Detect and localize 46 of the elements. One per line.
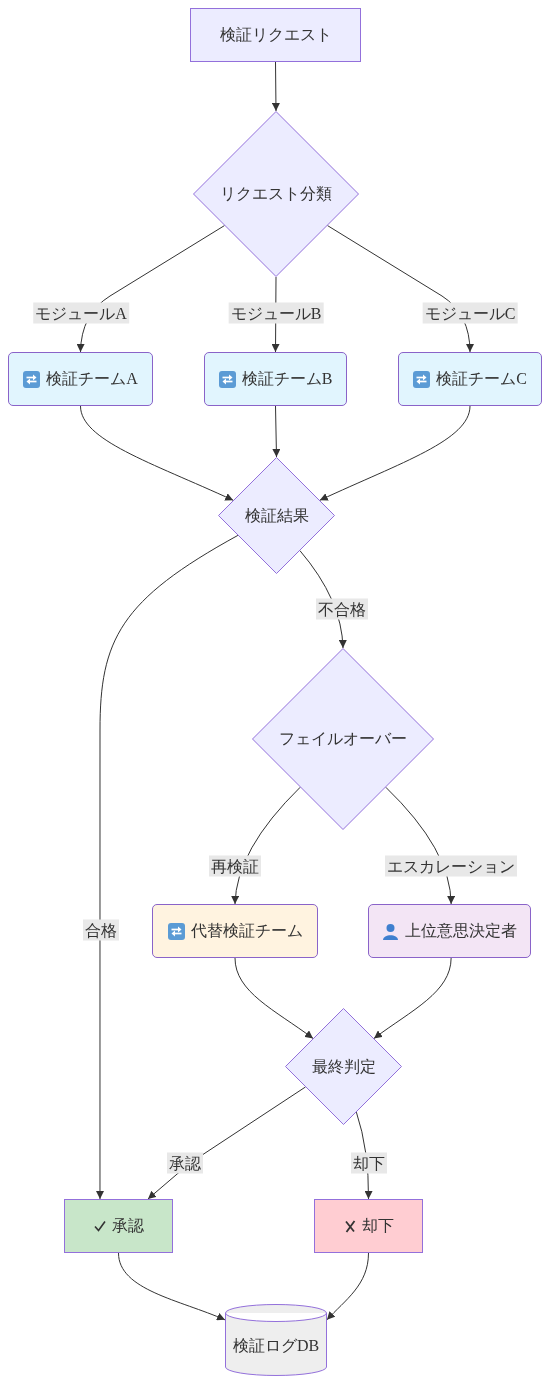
decision-diamond — [193, 111, 359, 277]
arrow — [319, 405, 471, 501]
process-box — [398, 352, 542, 406]
process-box — [314, 1199, 423, 1253]
decision-diamond — [218, 457, 335, 574]
node-label: 最終判定 — [311, 1056, 376, 1077]
process-box — [368, 904, 531, 958]
process-box — [152, 904, 318, 958]
node-label: 検証チームA — [46, 369, 138, 389]
node-label: 検証リクエスト — [219, 25, 332, 45]
process-box — [8, 352, 153, 406]
edge-label: 却下 — [351, 1152, 387, 1174]
arrow — [326, 1252, 369, 1321]
arrow — [80, 405, 234, 501]
edge-label: モジュールB — [228, 302, 324, 324]
node-label: 上位意思決定者 — [405, 921, 517, 941]
arrow — [234, 957, 314, 1039]
node-label: 検証結果 — [244, 505, 309, 526]
edge-label: 合格 — [83, 919, 119, 941]
edge-label: エスカレーション — [385, 855, 517, 877]
arrow — [272, 405, 281, 458]
database-cylinder — [225, 1304, 327, 1376]
node-label: 検証ログDB — [232, 1336, 320, 1356]
process-box — [64, 1199, 173, 1253]
arrow — [373, 957, 452, 1039]
node-label: リクエスト分類 — [220, 184, 332, 204]
arrow — [95, 534, 239, 1200]
decision-diamond — [285, 1008, 402, 1125]
edge-label: 承認 — [167, 1152, 203, 1174]
arrow — [118, 1252, 226, 1321]
edge-label: モジュールA — [33, 302, 129, 324]
arrow — [76, 225, 226, 353]
node-label: 承認 — [111, 1216, 144, 1236]
edge-label: モジュールC — [422, 302, 518, 324]
node-label: 検証チームB — [241, 369, 333, 389]
arrow — [271, 61, 280, 112]
edge-label: 不合格 — [316, 598, 368, 620]
node-label: 検証チームC — [436, 369, 527, 389]
process-box — [204, 352, 347, 406]
edge-label: 再検証 — [209, 855, 261, 877]
node-label: 却下 — [361, 1216, 394, 1236]
node-label: フェイルオーバー — [279, 729, 407, 749]
node-label: 代替検証チーム — [190, 921, 303, 941]
arrow — [326, 225, 474, 353]
decision-diamond — [252, 648, 434, 830]
process-box — [190, 8, 361, 62]
